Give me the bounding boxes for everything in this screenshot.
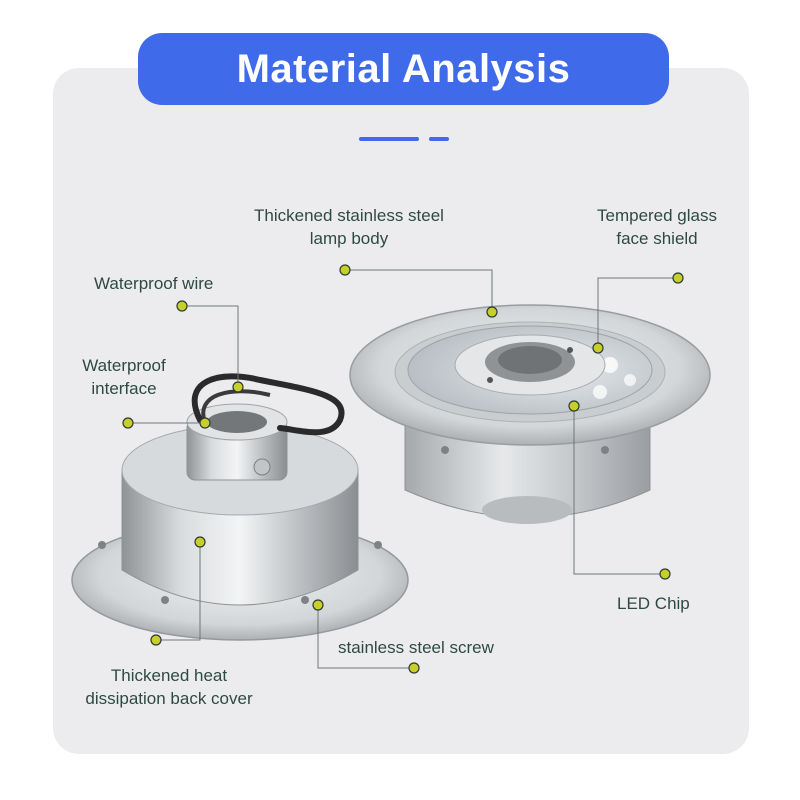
label-back-cover-line1: Thickened heat: [110, 666, 228, 685]
callout-dot: [659, 568, 671, 580]
title-underline-long: [359, 137, 419, 141]
label-lamp-body-line1: Thickened stainless steel: [254, 206, 444, 225]
label-lamp-body: Thickened stainless steel lamp body: [254, 204, 444, 250]
callout-dot: [232, 381, 244, 393]
label-glass-line2: face shield: [616, 229, 698, 248]
label-screw: stainless steel screw: [338, 638, 494, 657]
callout-line-back-cover: [156, 542, 201, 641]
label-interface: Waterproof interface: [82, 354, 165, 400]
callout-line-glass: [597, 277, 678, 348]
title-underline-short: [429, 137, 449, 141]
callout-dot: [194, 536, 206, 548]
callout-line-wire: [182, 305, 239, 387]
callout-dot: [150, 634, 162, 646]
label-interface-line1: Waterproof: [82, 356, 166, 375]
callout-dot: [312, 599, 324, 611]
callout-dots: [122, 264, 684, 674]
label-led-chip: LED Chip: [617, 594, 690, 613]
callout-line-screw: [317, 605, 414, 669]
callout-dot: [176, 300, 188, 312]
callout-line-led: [573, 406, 665, 575]
callout-dot: [568, 400, 580, 412]
callout-dot: [339, 264, 351, 276]
callout-dot: [592, 342, 604, 354]
label-glass-line1: Tempered glass: [596, 206, 718, 225]
label-back-cover: Thickened heat dissipation back cover: [85, 664, 252, 710]
front-lamp: [349, 304, 711, 524]
page-title: Material Analysis: [138, 33, 669, 105]
callout-line-lamp-body: [345, 269, 493, 312]
back-lamp: [71, 373, 409, 641]
label-interface-line2: interface: [91, 379, 157, 398]
callout-lines: [128, 269, 678, 669]
callout-dot: [408, 662, 420, 674]
label-back-cover-line2: dissipation back cover: [85, 689, 253, 708]
callout-dot: [199, 417, 211, 429]
label-glass: Tempered glass face shield: [597, 204, 717, 250]
callout-dot: [122, 417, 134, 429]
label-lamp-body-line2: lamp body: [309, 229, 389, 248]
callout-dot: [672, 272, 684, 284]
callout-dot: [486, 306, 498, 318]
label-waterproof-wire: Waterproof wire: [94, 274, 214, 293]
